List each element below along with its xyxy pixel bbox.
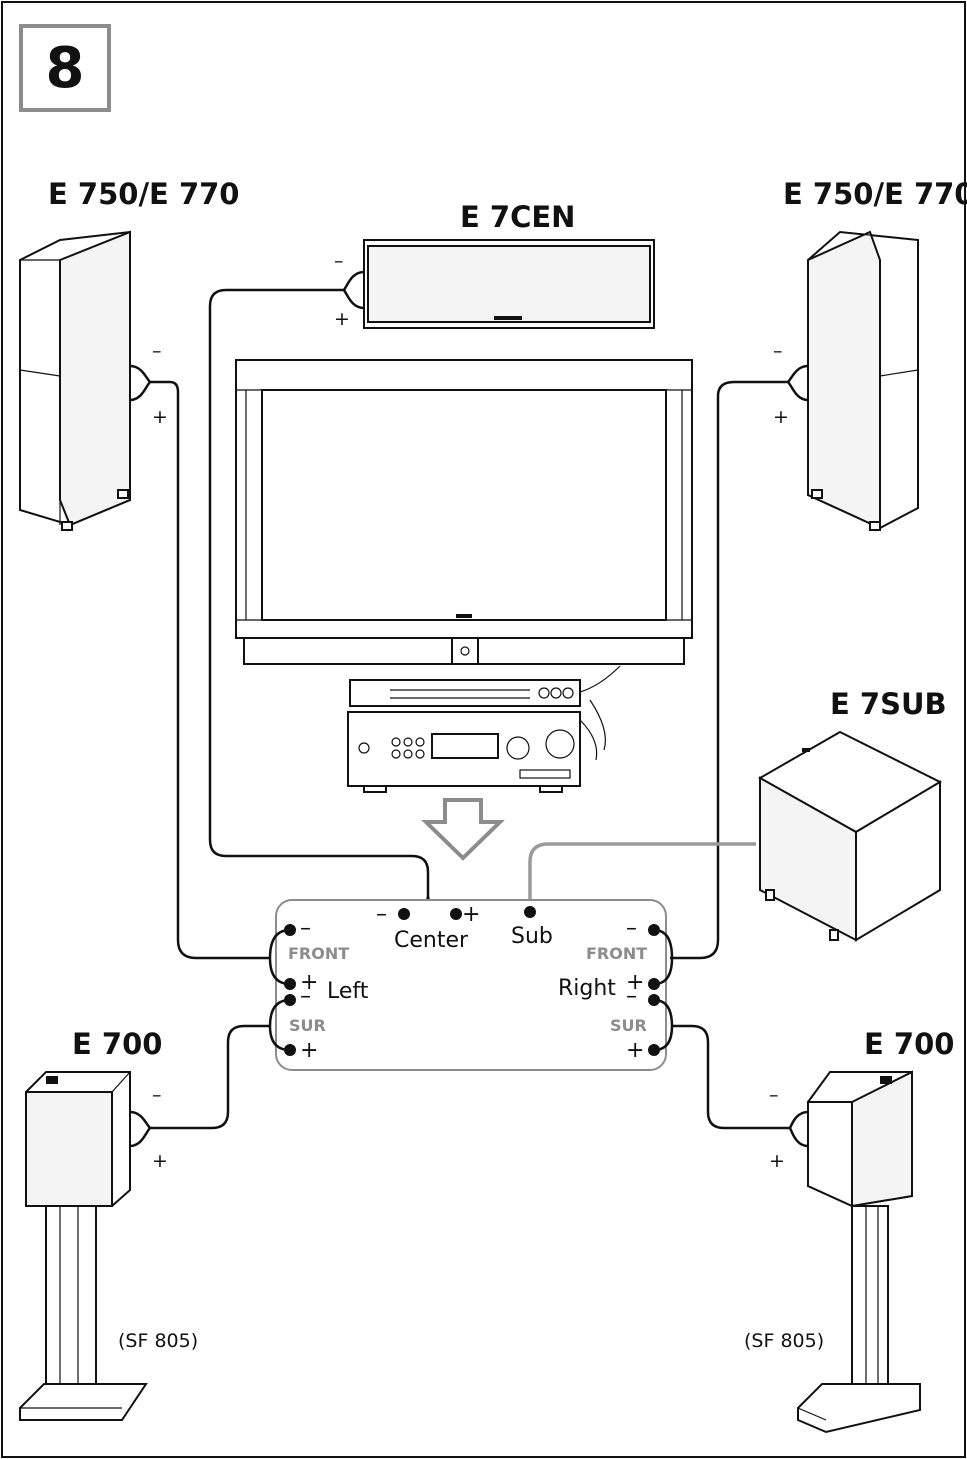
center-terminal-plus: + <box>462 902 481 927</box>
surround-right-minus: – <box>769 1084 779 1106</box>
surround-left-minus: – <box>152 1084 162 1106</box>
left-sur-label: SUR <box>289 1016 326 1035</box>
left-front-plus: + <box>300 970 319 995</box>
right-sur-plus: + <box>626 1038 645 1063</box>
surround-left-speaker <box>25 1071 131 1207</box>
center-terminal-minus: – <box>376 902 387 927</box>
receiver-terminal-panel <box>275 899 667 1071</box>
center-model-label: E 7CEN <box>460 200 576 234</box>
right-sur-minus: – <box>626 984 637 1009</box>
step-number-box <box>19 24 111 112</box>
surround-left-model-label: E 700 <box>72 1027 163 1061</box>
flat-panel-tv <box>235 359 693 665</box>
right-sur-label: SUR <box>610 1016 647 1035</box>
center-plus: + <box>334 308 350 330</box>
surround-right-speaker <box>807 1070 913 1208</box>
receiver-cable <box>579 699 606 761</box>
front-left-plus: + <box>152 406 168 428</box>
surround-left-terminal-wires <box>129 1110 152 1148</box>
dvd-player <box>349 679 581 707</box>
front-right-cable <box>670 380 788 960</box>
center-speaker <box>363 239 655 329</box>
step-number: 8 <box>45 35 85 101</box>
right-front-minus: – <box>626 916 637 941</box>
right-front-stub <box>653 928 674 986</box>
stand-right <box>797 1205 921 1434</box>
front-left-model-label: E 750/E 770 <box>48 177 240 211</box>
sub-cable <box>528 842 756 912</box>
front-left-tower-speaker <box>19 230 131 531</box>
center-minus: – <box>334 250 344 272</box>
surround-right-terminal-wires <box>788 1110 809 1148</box>
subwoofer <box>757 730 943 942</box>
front-left-cable <box>150 380 270 960</box>
sub-model-label: E 7SUB <box>830 687 947 721</box>
sub-terminal-label: Sub <box>511 924 553 949</box>
left-channel-label: Left <box>327 979 369 1004</box>
left-sur-minus: – <box>300 984 311 1009</box>
stand-left-label: (SF 805) <box>118 1330 199 1352</box>
surround-right-cable <box>672 1024 790 1130</box>
right-channel-label: Right <box>558 976 616 1001</box>
left-front-stub <box>268 928 291 986</box>
left-front-label: FRONT <box>288 944 350 963</box>
front-right-tower-speaker <box>807 230 919 531</box>
surround-right-model-label: E 700 <box>864 1027 955 1061</box>
front-right-minus: – <box>773 340 783 362</box>
down-arrow-icon <box>421 798 505 861</box>
front-right-model-label: E 750/E 770 <box>783 177 967 211</box>
right-front-label: FRONT <box>586 944 648 963</box>
front-right-terminal-wires <box>786 364 809 402</box>
surround-right-plus: + <box>769 1150 785 1172</box>
front-right-plus: + <box>773 406 789 428</box>
dvd-cable <box>579 665 621 693</box>
center-cable <box>208 288 430 896</box>
front-left-minus: – <box>152 340 162 362</box>
right-front-plus: + <box>626 970 645 995</box>
left-sur-plus: + <box>300 1038 319 1063</box>
av-receiver <box>347 711 581 793</box>
surround-left-plus: + <box>152 1150 168 1172</box>
left-front-minus: – <box>300 916 311 941</box>
stand-right-label: (SF 805) <box>744 1330 825 1352</box>
surround-left-cable <box>150 1024 270 1130</box>
stand-left <box>19 1205 148 1421</box>
center-terminal-label: Center <box>394 928 469 953</box>
front-left-terminal-wires <box>129 364 152 402</box>
center-terminal-wires <box>342 270 365 310</box>
